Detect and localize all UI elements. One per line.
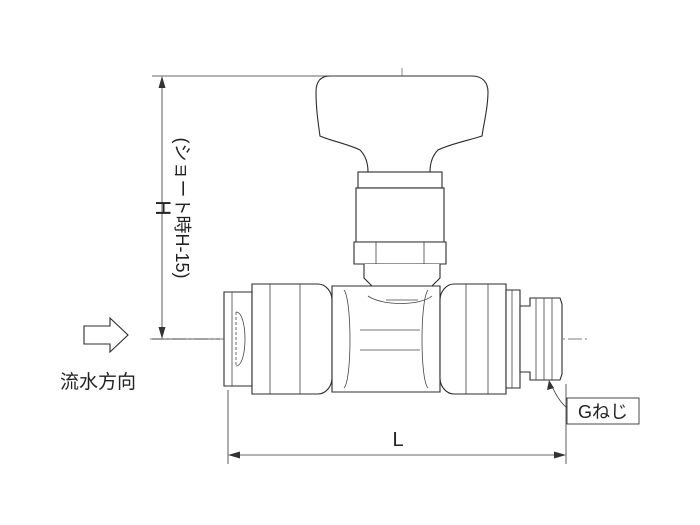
center-body bbox=[331, 285, 441, 393]
thread-label: Gねじ bbox=[578, 402, 628, 422]
bonnet bbox=[355, 187, 445, 243]
handle-hub bbox=[357, 171, 443, 189]
inlet-nut bbox=[223, 291, 253, 387]
height-arrow-top bbox=[158, 76, 166, 88]
body-contour bbox=[343, 289, 351, 389]
bonnet-neck bbox=[363, 264, 441, 287]
outlet-nut bbox=[505, 289, 521, 389]
thread-leader-arrow bbox=[547, 380, 554, 390]
flow-direction-label: 流水方向 bbox=[60, 371, 136, 393]
height-note-label: (ショート時H-15) bbox=[172, 137, 192, 278]
outlet-spigot bbox=[519, 297, 563, 381]
body-contour bbox=[421, 289, 429, 389]
body-seat-contour bbox=[367, 295, 433, 304]
length-label: L bbox=[392, 429, 403, 451]
thread-label-box bbox=[566, 397, 640, 425]
bonnet-nut bbox=[353, 241, 447, 265]
handle-grip bbox=[315, 75, 489, 173]
height-label: H bbox=[151, 200, 174, 215]
inlet-bore bbox=[235, 311, 246, 367]
height-arrow-bottom bbox=[158, 327, 166, 339]
flow-arrow-icon bbox=[83, 316, 129, 354]
left-collar bbox=[251, 283, 333, 395]
right-collar bbox=[439, 283, 507, 395]
length-arrow-right bbox=[554, 451, 566, 459]
length-arrow-left bbox=[228, 451, 240, 459]
